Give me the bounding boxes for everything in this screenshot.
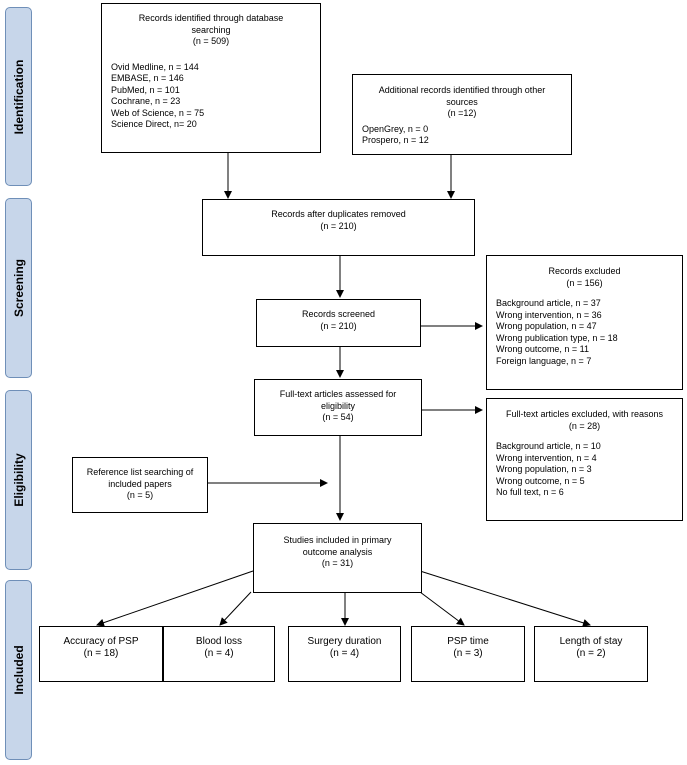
- arrow-included-to-outcome-4: [419, 591, 465, 626]
- outcome-title: Accuracy of PSP: [63, 636, 139, 647]
- records-excluded-count: (n = 156): [566, 277, 603, 288]
- fulltext-assessed-title: Full-text articles assessed for eligibil…: [279, 389, 397, 411]
- outcome-count: (n = 18): [83, 648, 119, 659]
- outcome-title: Blood loss: [195, 636, 243, 647]
- reference-search-title: Reference list searching of included pap…: [86, 467, 194, 489]
- source-item: EMBASE, n = 146: [111, 73, 184, 83]
- outcome-box-blood-loss: Blood loss (n = 4): [163, 626, 275, 682]
- records-screened-count: (n = 210): [320, 320, 357, 331]
- included-studies-box: Studies included in primary outcome anal…: [253, 523, 422, 593]
- phase-included: Included: [5, 580, 32, 760]
- source-item: Ovid Medline, n = 144: [111, 61, 199, 72]
- database-search-box: Records identified through database sear…: [101, 3, 321, 153]
- records-screened-box: Records screened (n = 210): [256, 299, 421, 347]
- outcome-count: (n = 4): [204, 648, 234, 659]
- fulltext-excluded-box: Full-text articles excluded, with reason…: [486, 398, 683, 521]
- fulltext-assessed-count: (n = 54): [322, 412, 354, 422]
- exclusion-reason: No full text, n = 6: [496, 487, 564, 497]
- exclusion-reason: Wrong intervention, n = 36: [496, 309, 602, 320]
- arrow-included-to-outcome-2: [219, 591, 252, 626]
- source-item: Cochrane, n = 23: [111, 96, 181, 106]
- outcome-title: Length of stay: [559, 636, 623, 647]
- records-excluded-box: Records excluded (n = 156) Background ar…: [486, 255, 683, 390]
- records-screened-title: Records screened: [301, 309, 376, 319]
- outcome-count: (n = 2): [576, 648, 606, 659]
- exclusion-reason: Wrong population, n = 47: [496, 321, 597, 331]
- outcome-title: Surgery duration: [307, 636, 382, 647]
- exclusion-reason: Wrong intervention, n = 4: [496, 452, 597, 463]
- arrow-included-to-outcome-1: [96, 570, 254, 627]
- exclusion-reason: Background article, n = 10: [496, 441, 601, 451]
- outcome-count: (n = 4): [329, 648, 360, 659]
- reference-search-count: (n = 5): [126, 490, 154, 500]
- outcome-count: (n = 3): [453, 648, 483, 659]
- fulltext-excluded-count: (n = 28): [568, 420, 601, 431]
- fulltext-excluded-title: Full-text articles excluded, with reason…: [505, 409, 664, 419]
- exclusion-reason: Background article, n = 37: [496, 298, 601, 308]
- arrow-included-to-outcome-5: [419, 570, 591, 627]
- duplicates-removed-count: (n = 210): [320, 220, 357, 231]
- exclusion-reason: Wrong outcome, n = 11: [496, 344, 589, 354]
- outcome-box-length-of-stay: Length of stay (n = 2): [534, 626, 648, 682]
- phase-eligibility: Eligibility: [5, 390, 32, 570]
- other-sources-count: (n =12): [447, 108, 477, 118]
- exclusion-reason: Foreign language, n = 7: [496, 355, 592, 366]
- included-studies-count: (n = 31): [321, 558, 354, 568]
- exclusion-reason: Wrong publication type, n = 18: [496, 332, 618, 343]
- other-sources-title: Additional records identified through ot…: [378, 85, 546, 107]
- source-item: OpenGrey, n = 0: [362, 123, 429, 134]
- outcome-title: PSP time: [447, 636, 489, 647]
- exclusion-reason: Wrong population, n = 3: [496, 464, 592, 474]
- database-search-count: (n = 509): [192, 36, 230, 46]
- source-item: Science Direct, n= 20: [111, 119, 197, 129]
- outcome-box-psp-time: PSP time (n = 3): [411, 626, 525, 682]
- records-excluded-title: Records excluded: [548, 266, 621, 276]
- reference-search-box: Reference list searching of included pap…: [72, 457, 208, 513]
- outcome-box-accuracy: Accuracy of PSP (n = 18): [39, 626, 163, 682]
- included-studies-title: Studies included in primary outcome anal…: [283, 535, 392, 557]
- exclusion-reason: Wrong outcome, n = 5: [496, 475, 585, 486]
- phase-screening: Screening: [5, 198, 32, 378]
- phase-identification: Identification: [5, 7, 32, 186]
- source-item: PubMed, n = 101: [111, 84, 180, 95]
- source-item: Prospero, n = 12: [362, 135, 429, 145]
- source-item: Web of Science, n = 75: [111, 107, 205, 118]
- other-sources-box: Additional records identified through ot…: [352, 74, 572, 155]
- fulltext-assessed-box: Full-text articles assessed for eligibil…: [254, 379, 422, 436]
- duplicates-removed-box: Records after duplicates removed (n = 21…: [202, 199, 475, 256]
- duplicates-removed-title: Records after duplicates removed: [271, 209, 406, 219]
- database-search-title: Records identified through database sear…: [138, 13, 284, 35]
- outcome-box-surgery-duration: Surgery duration (n = 4): [288, 626, 401, 682]
